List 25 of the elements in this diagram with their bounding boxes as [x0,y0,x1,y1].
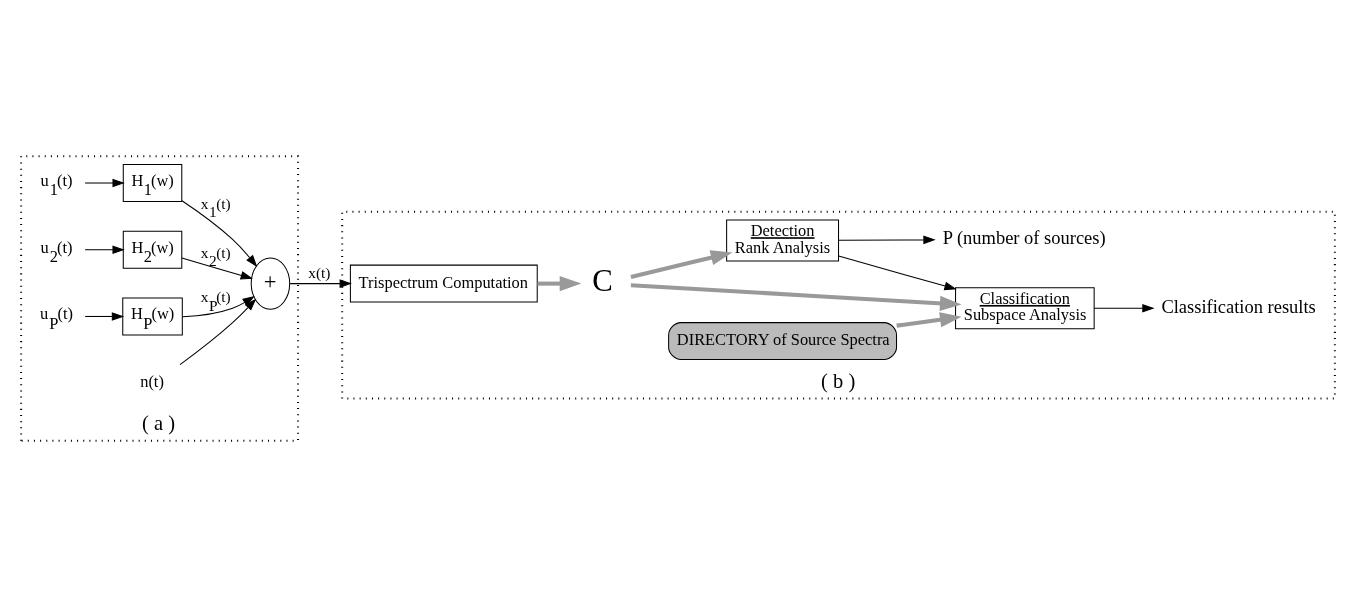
arrow [181,295,255,317]
arrow [84,178,125,187]
arrow [84,244,125,254]
arrow [630,282,962,311]
arrow [838,235,936,244]
arrow [181,199,258,267]
node-box: Trispectrum Computation [349,264,538,303]
node-text: n(t) [140,371,164,391]
node-text: C [592,263,613,298]
node-box: DIRECTORY of Source Spectra [668,321,898,360]
edge-label: x(t) [308,263,331,281]
arrow [181,257,253,279]
arrow [537,275,582,291]
arrow [838,255,957,290]
node-box: Detection Rank Analysis [726,218,840,262]
arrow [179,298,257,365]
node-box: Classification Subspace Analysis [955,286,1095,329]
node-text: P (number of sources) [942,227,1106,248]
arrow [84,311,125,321]
node-text: Classification results [1161,296,1316,317]
arrow [630,249,733,279]
arrow [1093,303,1155,313]
arrow [289,278,352,288]
arrow [896,311,962,328]
node-ellipse: + [250,256,291,310]
